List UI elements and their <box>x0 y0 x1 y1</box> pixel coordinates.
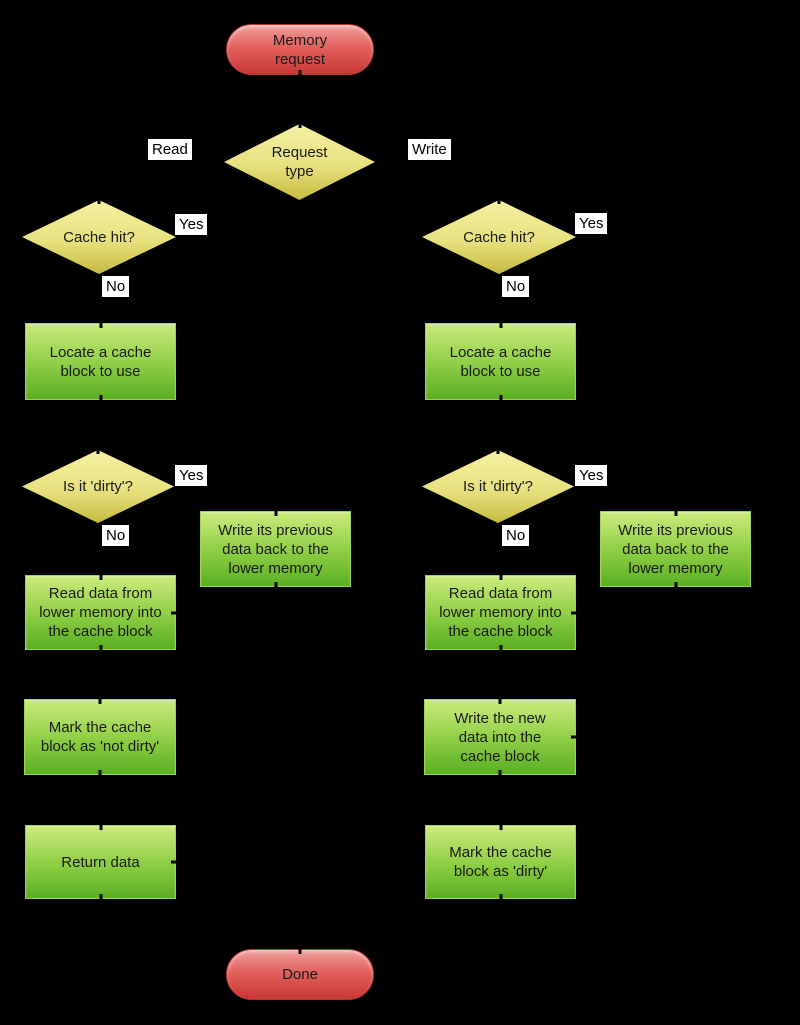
dirty-decision-write: Is it 'dirty'? <box>422 450 574 523</box>
connector-nub <box>97 200 101 204</box>
connector-nub <box>99 323 102 328</box>
write-back-process-write: Write its previous data back to the lowe… <box>600 511 751 587</box>
dirty-label-read: Is it 'dirty'? <box>63 478 133 495</box>
dirty-decision-read: Is it 'dirty'? <box>22 450 174 523</box>
connector-nub <box>171 611 176 614</box>
connector-nub <box>98 699 102 704</box>
start-terminal: Memory request <box>226 24 374 75</box>
request-type-decision: Request type <box>224 124 375 200</box>
dirty-no-label-write: No <box>502 525 530 546</box>
connector-nub <box>498 699 502 704</box>
connector-nub <box>99 395 102 400</box>
start-terminal-label: Memory request <box>272 31 328 68</box>
connector-nub <box>274 582 277 587</box>
cache-hit-decision-write: Cache hit? <box>422 200 576 274</box>
dirty-label-write: Is it 'dirty'? <box>463 478 533 495</box>
connector-nub <box>98 770 102 775</box>
dirty-yes-label-read: Yes <box>175 465 208 486</box>
return-data-process: Return data <box>25 825 176 899</box>
connector-nub <box>499 575 502 580</box>
connector-nub <box>298 70 302 75</box>
cache-hit-yes-label-read: Yes <box>175 214 208 235</box>
connector-nub <box>499 395 502 400</box>
connector-nub <box>674 511 677 516</box>
read-lower-label-read: Read data from lower memory into the cac… <box>39 585 162 640</box>
connector-nub <box>298 124 301 128</box>
read-lower-process-read: Read data from lower memory into the cac… <box>25 575 176 650</box>
cache-hit-no-label-read: No <box>102 276 130 297</box>
connector-nub <box>274 511 277 516</box>
dirty-yes-label-write: Yes <box>575 465 608 486</box>
connector-nub <box>497 200 501 204</box>
connector-nub <box>499 323 502 328</box>
write-branch-edge-label: Write <box>408 139 451 160</box>
write-back-label-write: Write its previous data back to the lowe… <box>618 521 733 577</box>
mark-dirty-label: Mark the cache block as 'dirty' <box>449 844 552 880</box>
mark-not-dirty-label: Mark the cache block as 'not dirty' <box>40 719 160 755</box>
connector-nub <box>571 611 576 614</box>
locate-block-process-write: Locate a cache block to use <box>425 323 576 400</box>
return-data-label: Return data <box>61 853 140 871</box>
cache-hit-decision-read: Cache hit? <box>22 200 176 274</box>
mark-dirty-process: Mark the cache block as 'dirty' <box>425 825 576 899</box>
end-terminal-label: Done <box>282 966 318 983</box>
read-lower-label-write: Read data from lower memory into the cac… <box>439 585 562 640</box>
write-new-data-process: Write the new data into the cache block <box>424 699 576 775</box>
connector-nub <box>99 894 102 899</box>
read-lower-process-write: Read data from lower memory into the cac… <box>425 575 576 650</box>
connector-nub <box>499 825 502 830</box>
write-back-label-read: Write its previous data back to the lowe… <box>218 521 333 577</box>
cache-hit-yes-label-write: Yes <box>575 213 608 234</box>
connector-nub <box>674 582 677 587</box>
connector-nub <box>499 645 502 650</box>
dirty-no-label-read: No <box>102 525 130 546</box>
request-type-label: Request type <box>271 144 328 180</box>
locate-block-label-read: Locate a cache block to use <box>49 343 152 380</box>
connector-nub <box>96 450 100 454</box>
connector-nub <box>571 735 576 739</box>
cache-hit-label-write: Cache hit? <box>463 228 535 246</box>
connector-nub <box>171 860 176 864</box>
end-terminal: Done <box>226 949 374 1000</box>
locate-block-label-write: Locate a cache block to use <box>449 343 552 380</box>
connector-nub <box>99 825 102 830</box>
connector-nub <box>498 770 502 775</box>
connector-nub <box>99 575 102 580</box>
cache-hit-label-read: Cache hit? <box>63 228 135 246</box>
connector-nub <box>496 450 500 454</box>
connector-nub <box>99 645 102 650</box>
write-back-process-read: Write its previous data back to the lowe… <box>200 511 351 587</box>
mark-not-dirty-process: Mark the cache block as 'not dirty' <box>24 699 176 775</box>
write-new-data-label: Write the new data into the cache block <box>454 709 546 765</box>
read-branch-edge-label: Read <box>148 139 192 160</box>
connector-nub <box>499 894 502 899</box>
connector-nub <box>298 949 302 954</box>
locate-block-process-read: Locate a cache block to use <box>25 323 176 400</box>
cache-hit-no-label-write: No <box>502 276 530 297</box>
